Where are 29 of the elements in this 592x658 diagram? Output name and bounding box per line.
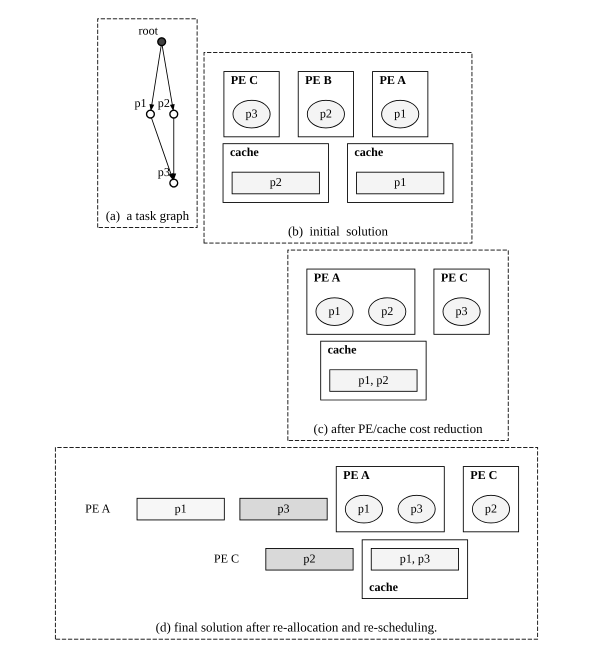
arrow (161, 45, 174, 112)
node-circle (168, 178, 178, 188)
node-box: p1, p3 (370, 548, 458, 570)
node-box: p2 (231, 172, 320, 194)
node-ellipse: p3 (397, 494, 436, 524)
node-box: p1 (136, 498, 224, 520)
node-label: root (138, 24, 158, 38)
node-box: p2 (264, 548, 354, 570)
node-circle (156, 37, 166, 46)
node-circle (168, 110, 178, 119)
node-ellipse: p1 (344, 494, 382, 524)
node-circle (145, 110, 155, 119)
node-ellipse: p3 (442, 297, 480, 326)
arrow (170, 118, 176, 180)
label: PE C (213, 551, 239, 566)
node-box: p3 (238, 498, 328, 520)
label: PE A (84, 501, 110, 516)
node-box: p1, p2 (328, 369, 417, 392)
node-ellipse: p2 (306, 100, 344, 128)
arrow (148, 45, 162, 112)
node-ellipse: p3 (232, 100, 270, 128)
node-box: p1 (356, 172, 444, 194)
node-label: p1 (134, 96, 146, 110)
node-label: p3 (157, 164, 170, 179)
node-ellipse: p2 (368, 297, 406, 326)
node-ellipse: p2 (471, 494, 510, 524)
node-ellipse: p1 (315, 297, 354, 326)
node-label: p2 (157, 96, 170, 110)
node-ellipse: p1 (380, 100, 419, 128)
